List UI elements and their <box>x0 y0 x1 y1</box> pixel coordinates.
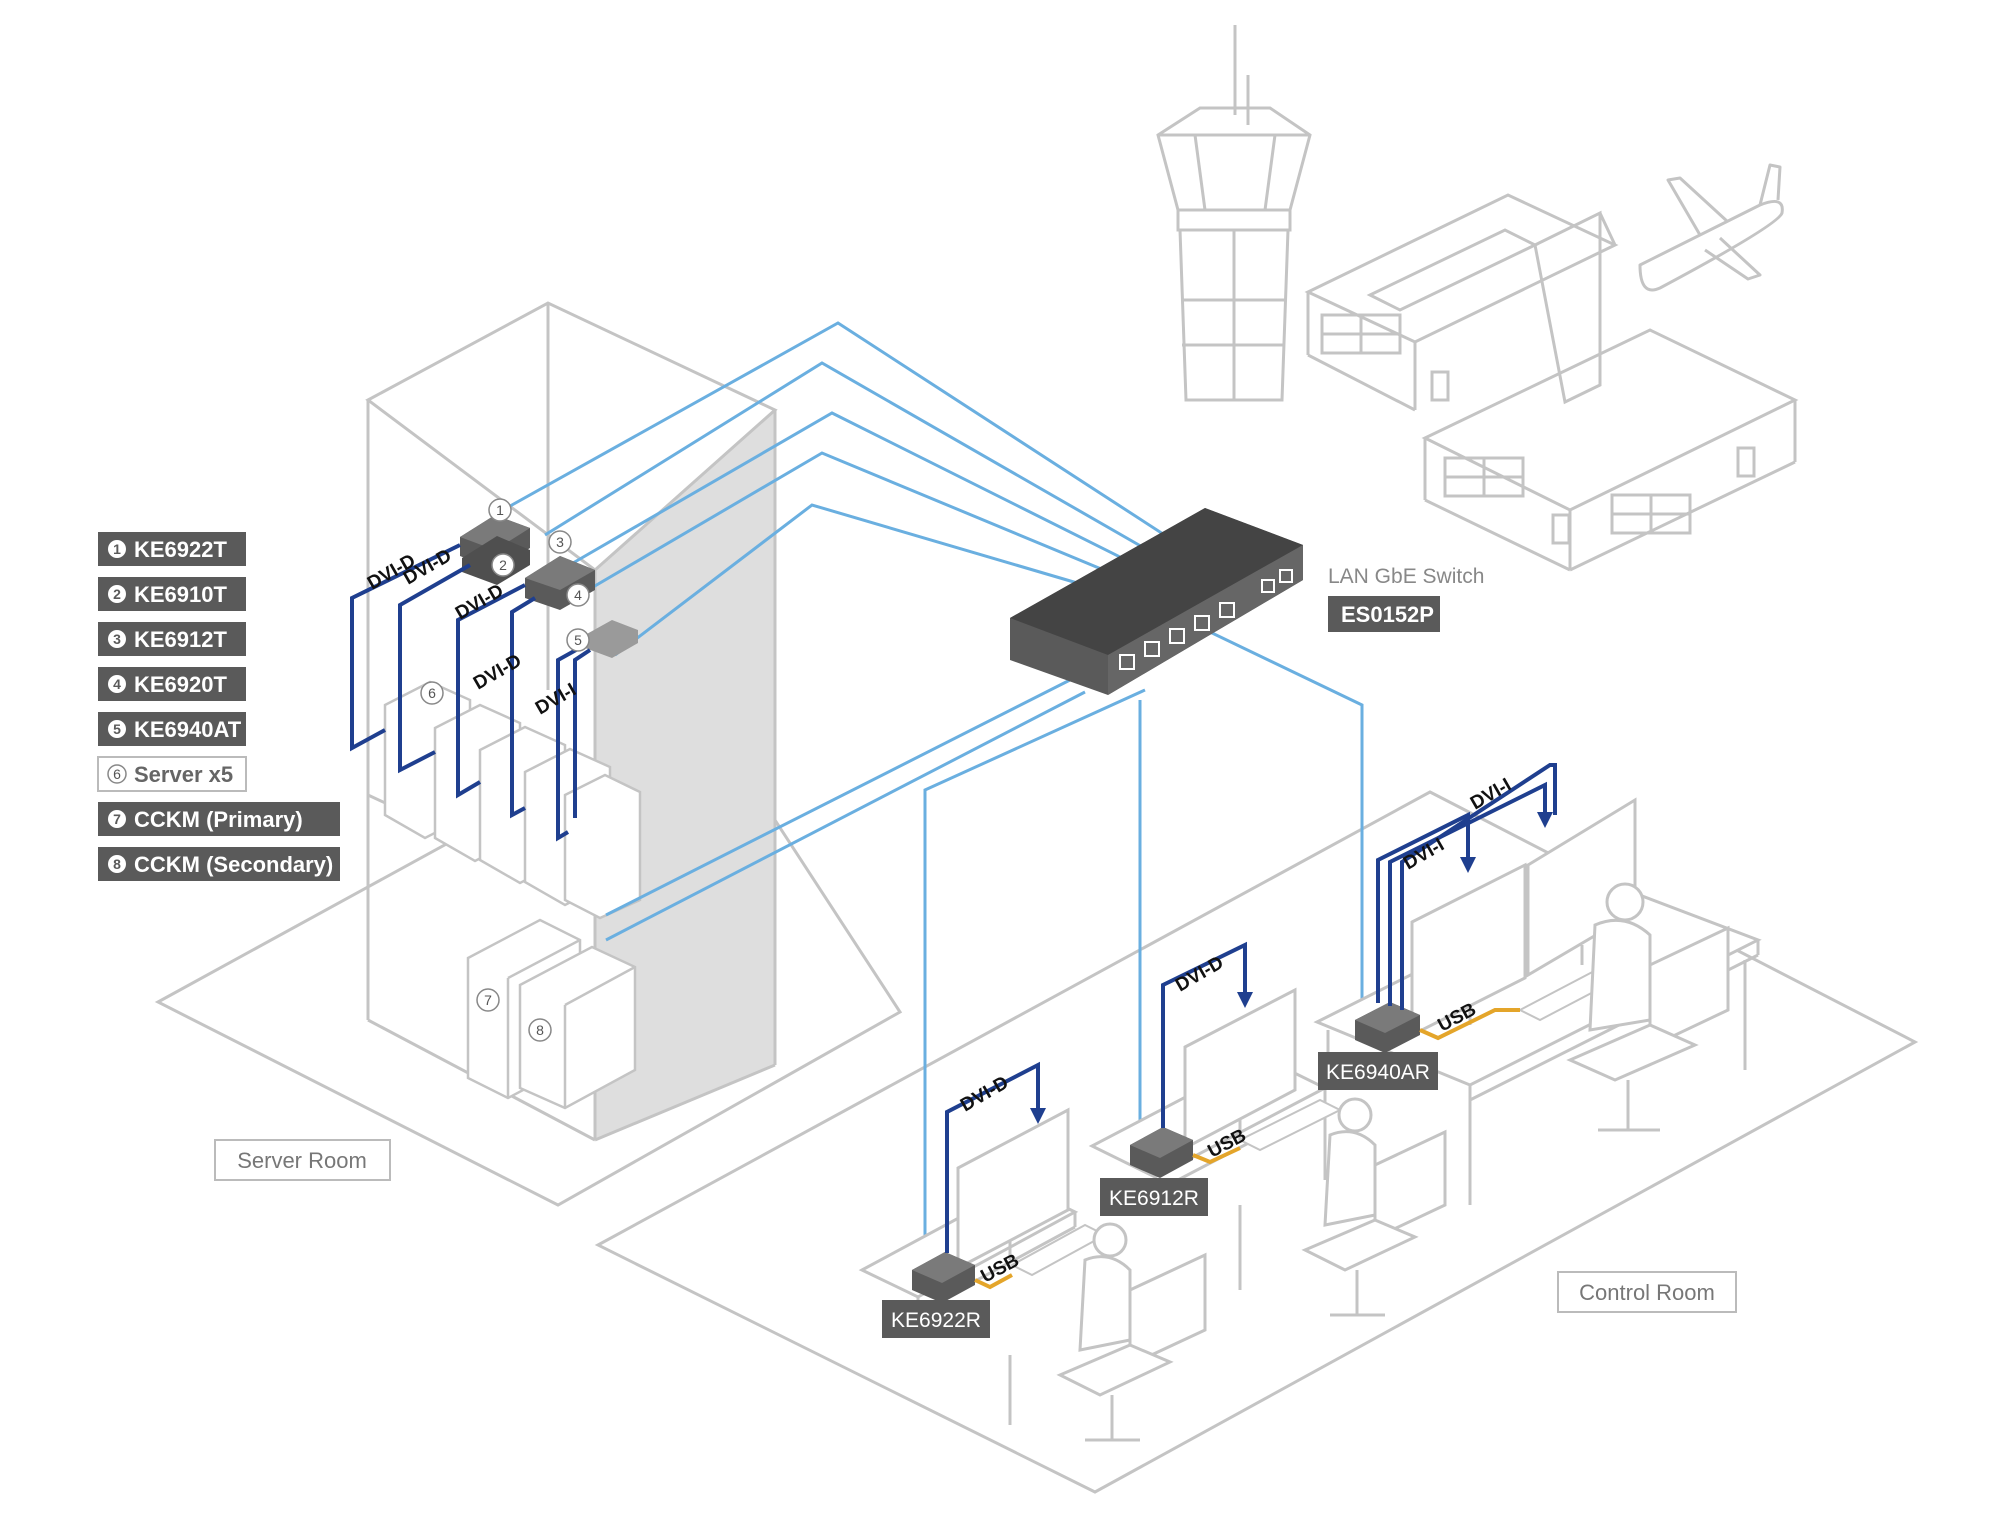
control-room-floor <box>594 790 1919 1494</box>
rack-side-shade <box>595 410 775 1140</box>
switch-ports <box>1119 569 1293 670</box>
svg-text:KE6940AT: KE6940AT <box>134 717 242 742</box>
callout-7: 7 <box>476 988 500 1012</box>
svg-text:3: 3 <box>113 631 121 647</box>
svg-text:Server Room: Server Room <box>237 1148 367 1173</box>
control-tower-icon <box>1156 25 1312 402</box>
legend-item: 2 KE6910T <box>98 577 246 611</box>
legend-item: 8 CCKM (Secondary) <box>98 847 340 881</box>
callout-6: 6 <box>420 681 444 705</box>
legend-item: 7 CCKM (Primary) <box>98 802 340 836</box>
svg-text:8: 8 <box>113 856 121 872</box>
dvi-d-label-desk-2: DVI-D <box>1172 952 1227 996</box>
device-number-callouts: 1 2 3 4 5 6 7 8 <box>420 498 590 1042</box>
usb-cables <box>974 1008 1520 1290</box>
switch-label: LAN GbE Switch ES0152P <box>1328 565 1484 632</box>
transmitter-units <box>460 515 638 658</box>
svg-text:1: 1 <box>113 541 121 557</box>
dvi-d-label-4: DVI-D <box>470 650 525 694</box>
legend-item: 4 KE6920T <box>98 667 246 701</box>
callout-4: 4 <box>566 583 590 607</box>
svg-text:KE6912T: KE6912T <box>134 627 228 652</box>
callout-5: 5 <box>566 628 590 652</box>
dvi-cables-rack <box>350 543 592 842</box>
svg-text:KE6920T: KE6920T <box>134 672 228 697</box>
callout-1: 1 <box>488 498 512 522</box>
svg-text:2: 2 <box>499 557 507 573</box>
dvi-i-label-desk-1: DVI-I <box>1400 835 1448 875</box>
receiver-label-2: KE6912R <box>1100 1178 1208 1216</box>
legend-item: 6 Server x5 <box>97 756 247 792</box>
svg-text:4: 4 <box>574 587 582 603</box>
dvi-i-label-rack: DVI-I <box>532 680 580 720</box>
svg-text:KE6910T: KE6910T <box>134 582 228 607</box>
network-switch <box>1010 508 1303 695</box>
svg-text:2: 2 <box>113 586 121 602</box>
legend-item: 1 KE6922T <box>98 532 246 566</box>
callout-8: 8 <box>528 1018 552 1042</box>
svg-text:1: 1 <box>496 502 504 518</box>
terminal-building-icon <box>1304 193 1799 572</box>
svg-text:Control Room: Control Room <box>1579 1280 1715 1305</box>
legend-item: 3 KE6912T <box>98 622 246 656</box>
svg-text:7: 7 <box>113 811 121 827</box>
cckm-units <box>466 918 637 1110</box>
svg-text:KE6940AR: KE6940AR <box>1326 1061 1430 1084</box>
svg-text:CCKM (Primary): CCKM (Primary) <box>134 807 303 832</box>
dvi-arrowheads <box>1030 812 1553 1124</box>
callout-3: 3 <box>548 530 572 554</box>
dvi-cables-desk <box>945 763 1557 1253</box>
svg-text:CCKM (Secondary): CCKM (Secondary) <box>134 852 333 877</box>
legend-item: 5 KE6940AT <box>98 712 246 746</box>
switch-model: ES0152P <box>1341 602 1434 627</box>
airplane-icon <box>1638 163 1784 292</box>
svg-text:KE6912R: KE6912R <box>1109 1187 1199 1210</box>
svg-text:3: 3 <box>556 534 564 550</box>
server-room-label: Server Room <box>214 1139 391 1181</box>
control-room-label: Control Room <box>1557 1271 1737 1313</box>
dvi-i-label-desk-2: DVI-I <box>1467 775 1515 815</box>
svg-text:8: 8 <box>536 1022 544 1038</box>
operators <box>1056 882 1730 1442</box>
svg-text:6: 6 <box>113 766 121 782</box>
dvi-d-label-3: DVI-D <box>452 580 507 624</box>
device-legend: 1 KE6922T 2 KE6910T 3 KE6912T 4 KE6920T … <box>97 532 340 881</box>
svg-text:Server x5: Server x5 <box>134 762 233 787</box>
svg-text:6: 6 <box>428 685 436 701</box>
switch-caption: LAN GbE Switch <box>1328 565 1484 588</box>
receiver-label-1: KE6922R <box>882 1300 990 1338</box>
monitors <box>956 797 1637 1271</box>
svg-text:KE6922R: KE6922R <box>891 1309 981 1332</box>
svg-text:5: 5 <box>113 721 121 737</box>
callout-2: 2 <box>491 553 515 577</box>
svg-text:7: 7 <box>484 992 492 1008</box>
svg-text:4: 4 <box>113 676 121 692</box>
dvi-d-label-desk-1: DVI-D <box>957 1072 1012 1116</box>
receiver-label-3: KE6940AR <box>1318 1052 1438 1090</box>
svg-text:5: 5 <box>574 632 582 648</box>
lan-cables <box>502 321 1364 1265</box>
svg-text:KE6922T: KE6922T <box>134 537 228 562</box>
